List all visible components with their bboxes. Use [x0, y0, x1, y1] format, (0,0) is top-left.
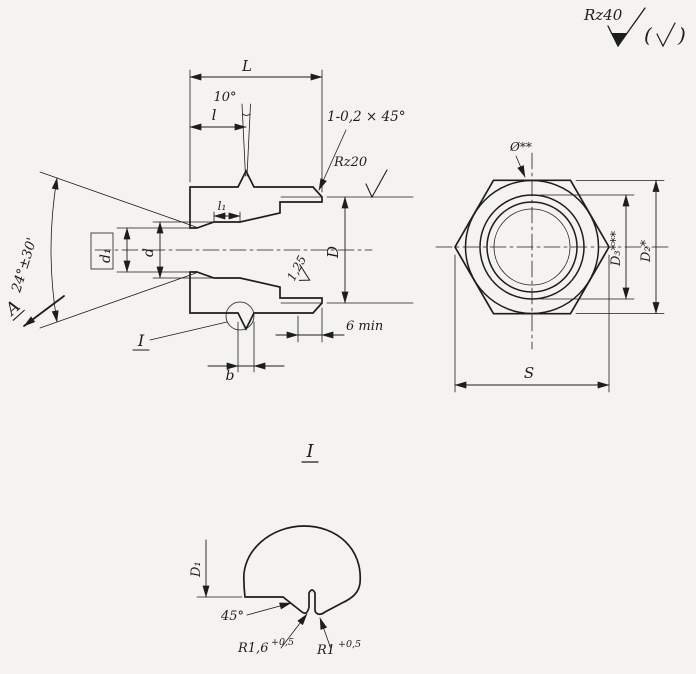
- paren-open: (: [644, 23, 653, 47]
- ridge-angle-line-left: [241, 103, 246, 177]
- general-roughness-note: Rz40 ( ): [583, 6, 686, 48]
- basic-roughness-check-icon: [656, 22, 676, 48]
- dim-d1-label-group: d₁: [98, 248, 114, 263]
- cone-angle-arc: [50, 177, 59, 323]
- detail-angle-leader: [246, 602, 292, 616]
- cone-angle-label: 24°±30': [8, 236, 40, 295]
- chamfer-leader: [318, 129, 347, 191]
- dim-D3-label-group: D₃***: [609, 230, 624, 267]
- dim-D1-label-group: D₁: [189, 561, 204, 578]
- cone-roughness-check-icon: [298, 264, 311, 281]
- dim-d1-box: [90, 232, 114, 270]
- dim-d1-label: d₁: [98, 248, 114, 263]
- section-view: 10° L l 1-0,2 × 45° Rz20 D 1,25: [0, 57, 414, 384]
- thread-roughness-label: Rz20: [333, 155, 367, 170]
- view-A-arrow: [23, 295, 65, 327]
- detail-view: I D₁ 45° R1,6 +0,5 R1 +0,5: [189, 441, 361, 658]
- thread-roughness-check-icon: [365, 169, 388, 199]
- ridge-angle-label: 10°: [213, 90, 236, 105]
- part-section-lower: [189, 271, 323, 331]
- dia-footnote-label: Ø**: [509, 140, 532, 154]
- cone-roughness-label: 1,25: [284, 253, 309, 283]
- paren-close: ): [677, 23, 686, 47]
- radius-left-leader: [280, 613, 308, 649]
- ridge-angle-line-right: [246, 103, 251, 177]
- dim-d-label-group: d: [141, 248, 157, 257]
- cone-roughness-group: 1,25: [284, 253, 311, 283]
- cone-construction-line-bottom: [39, 272, 197, 329]
- part-section-upper: [189, 169, 323, 229]
- bore-circle: [486, 201, 578, 293]
- ridge-angle-arc: [242, 113, 251, 116]
- dia-footnote-leader: [515, 155, 526, 178]
- view-A-label-group: A: [0, 297, 25, 321]
- cone-construction-line-top: [39, 171, 197, 228]
- detail-ref-label: I: [137, 331, 145, 350]
- chamfer-circle: [464, 179, 600, 315]
- radius-left-tol: +0,5: [271, 637, 294, 648]
- hexagon-outline: [454, 179, 610, 315]
- dim-b-label: b: [226, 368, 235, 384]
- dim-L-label: L: [241, 57, 252, 75]
- general-roughness-label: Rz40: [583, 6, 623, 24]
- dim-6min-label: 6 min: [346, 319, 383, 334]
- detail-callout-leader: [149, 321, 228, 341]
- dim-D1-label: D₁: [189, 561, 204, 578]
- detail-angle-label: 45°: [220, 609, 244, 624]
- radius-right-label: R1: [316, 643, 335, 658]
- radius-right-leader: [319, 617, 332, 650]
- dim-D2-label-group: D₂*: [639, 239, 654, 263]
- dim-l1-label: l₁: [218, 199, 227, 213]
- view-A-label: A: [0, 297, 24, 321]
- chamfer-note-label: 1-0,2 × 45°: [327, 109, 405, 125]
- roughness-triangle-icon: [611, 33, 628, 46]
- dim-l-label: l: [212, 106, 217, 124]
- dim-D-label-group: D: [324, 246, 342, 259]
- detail-callout-circle: [225, 301, 255, 331]
- thread-circle: [479, 194, 585, 300]
- dim-D-label: D: [324, 246, 342, 259]
- view-A-underline: [12, 309, 25, 321]
- dim-D3-label: D₃***: [609, 230, 624, 267]
- dim-d-label: d: [141, 248, 157, 257]
- radius-right-tol: +0,5: [338, 639, 361, 650]
- radius-left-label: R1,6: [237, 641, 268, 656]
- hex-view: Ø** D₃*** D₂* S: [435, 140, 673, 393]
- detail-title: I: [305, 441, 314, 462]
- detail-section-profile: [243, 525, 361, 616]
- cone-circle: [493, 208, 571, 286]
- dim-D2-label: D₂*: [639, 239, 654, 263]
- cone-angle-label-group: 24°±30': [8, 236, 40, 295]
- dim-S-label: S: [524, 364, 534, 382]
